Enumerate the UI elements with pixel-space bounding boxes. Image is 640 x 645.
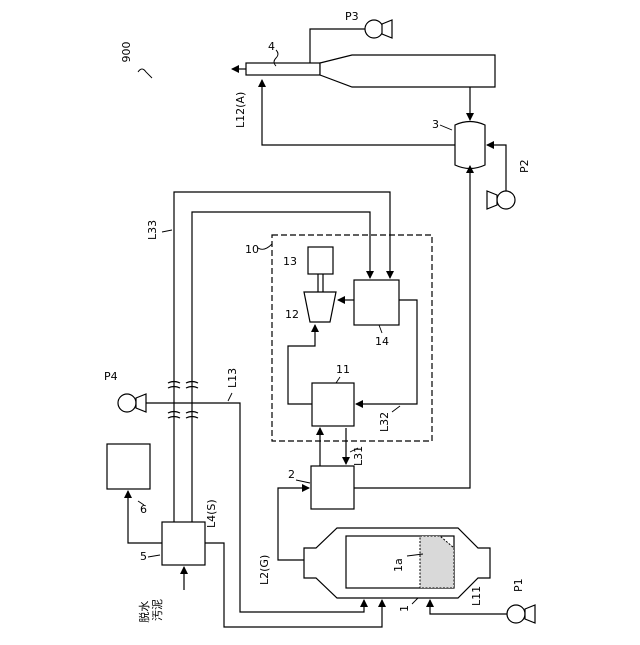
unit-1-label: 1 [398, 605, 411, 612]
pump-p3-icon [365, 20, 392, 38]
unit-3-label: 3 [432, 118, 439, 131]
unit-2-box [311, 466, 354, 509]
unit-2-label: 2 [288, 468, 295, 481]
input-sludge-line-2: 汚泥 [151, 599, 164, 621]
pump-p3-label: P3 [345, 10, 359, 23]
input-sludge-label: 脱水 汚泥 [137, 597, 164, 623]
unit-11-label: 11 [336, 363, 350, 376]
pump-p1-label: P1 [512, 578, 525, 592]
unit-12-label: 12 [285, 308, 299, 321]
line-l4-label: L4(S) [205, 499, 218, 528]
pump-p1-icon [507, 605, 535, 623]
line-l12-label: L12(A) [234, 92, 247, 128]
pump-p2-icon [487, 191, 515, 209]
unit-12-turbine [304, 292, 336, 322]
unit-11-box [312, 383, 354, 426]
pump-p4-icon [118, 394, 146, 412]
unit-3-vessel [455, 87, 485, 169]
unit-4-label: 4 [268, 40, 275, 53]
unit-10-label: 10 [245, 243, 259, 256]
pump-p2-label: P2 [518, 159, 531, 173]
unit-1a-label: 1a [392, 558, 405, 572]
unit-5-label: 5 [140, 550, 147, 563]
line-l13-label: L13 [226, 368, 239, 388]
unit-6-box [107, 444, 150, 489]
line-l33-label: L33 [146, 220, 159, 240]
stack-unit-4 [232, 55, 495, 87]
line-break-marks [168, 382, 198, 419]
line-l31-label: L31 [352, 446, 365, 466]
line-l2-label: L2(G) [258, 555, 271, 585]
figure-number: 900 [120, 42, 133, 63]
unit-13-box [308, 247, 333, 274]
figure-number-leader [138, 69, 152, 78]
unit-13-label: 13 [283, 255, 297, 268]
pump-p4-label: P4 [104, 370, 118, 383]
line-l11-label: L11 [470, 586, 483, 606]
unit-14-label: 14 [375, 335, 389, 348]
line-l32-label: L32 [378, 412, 391, 432]
unit-14-box [354, 280, 399, 325]
unit-5-box [162, 522, 205, 565]
input-sludge-line-1: 脱水 [137, 601, 151, 623]
